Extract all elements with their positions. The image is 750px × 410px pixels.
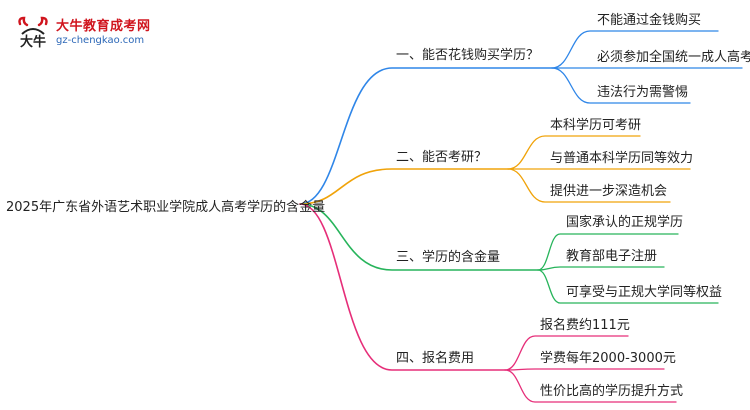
branch-4-leaf-1-connector bbox=[504, 335, 629, 371]
logo-mark-text: 大牛 bbox=[20, 34, 46, 50]
branch-3-leaf-3: 可享受与正规大学同等权益 bbox=[566, 285, 723, 300]
logo-url: gz-chengkao.com bbox=[56, 35, 145, 46]
branch-2-leaf-1-connector bbox=[507, 135, 641, 170]
branch-3-label: 三、学历的含金量 bbox=[396, 250, 501, 265]
branch-3-leaf-1: 国家承认的正规学历 bbox=[566, 215, 684, 230]
branch-2-label: 二、能否考研？ bbox=[396, 150, 488, 165]
branch-3-leaf-2: 教育部电子注册 bbox=[566, 249, 658, 264]
branch-2-connector bbox=[299, 168, 509, 205]
branch-4-leaf-1: 报名费约111元 bbox=[540, 318, 630, 333]
branch-3-connector bbox=[299, 203, 539, 271]
branch-1-leaf-1: 不能通过金钱购买 bbox=[597, 13, 702, 28]
logo-title: 大牛教育成考网 bbox=[56, 19, 151, 34]
bull-logo-icon: 大牛 bbox=[18, 16, 48, 50]
branch-4-leaf-3: 性价比高的学历提升方式 bbox=[540, 384, 684, 399]
branch-1-label: 一、能否花钱购买学历？ bbox=[396, 48, 540, 63]
mindmap-root-label: 2025年广东省外语艺术职业学院成人高考学历的含金量 bbox=[6, 200, 326, 215]
branch-2-leaf-3-connector bbox=[507, 168, 671, 203]
branch-2-leaf-2: 与普通本科学历同等效力 bbox=[550, 151, 694, 166]
branch-3-leaf-3-connector bbox=[537, 269, 719, 304]
branch-3-leaf-2-connector bbox=[537, 266, 665, 271]
site-logo[interactable]: 大牛 大牛教育成考网 gz-chengkao.com bbox=[14, 14, 164, 54]
branch-2-leaf-3: 提供进一步深造机会 bbox=[550, 184, 668, 199]
branch-4-connector bbox=[299, 203, 506, 371]
branch-4-leaf-2-connector bbox=[504, 368, 665, 371]
branch-1-connector bbox=[299, 67, 553, 205]
branch-1-leaf-3-connector bbox=[551, 67, 691, 104]
branch-4-label: 四、报名费用 bbox=[396, 351, 475, 366]
branch-1-leaf-1-connector bbox=[551, 30, 719, 69]
branch-4-leaf-3-connector bbox=[504, 369, 677, 403]
branch-1-leaf-3: 违法行为需警惕 bbox=[597, 85, 689, 100]
branch-2-leaf-1: 本科学历可考研 bbox=[550, 118, 642, 133]
branch-4-leaf-2: 学费每年2000-3000元 bbox=[540, 351, 676, 366]
branch-1-leaf-2: 必须参加全国统一成人高考 bbox=[597, 50, 750, 65]
branch-3-leaf-1-connector bbox=[537, 233, 679, 271]
